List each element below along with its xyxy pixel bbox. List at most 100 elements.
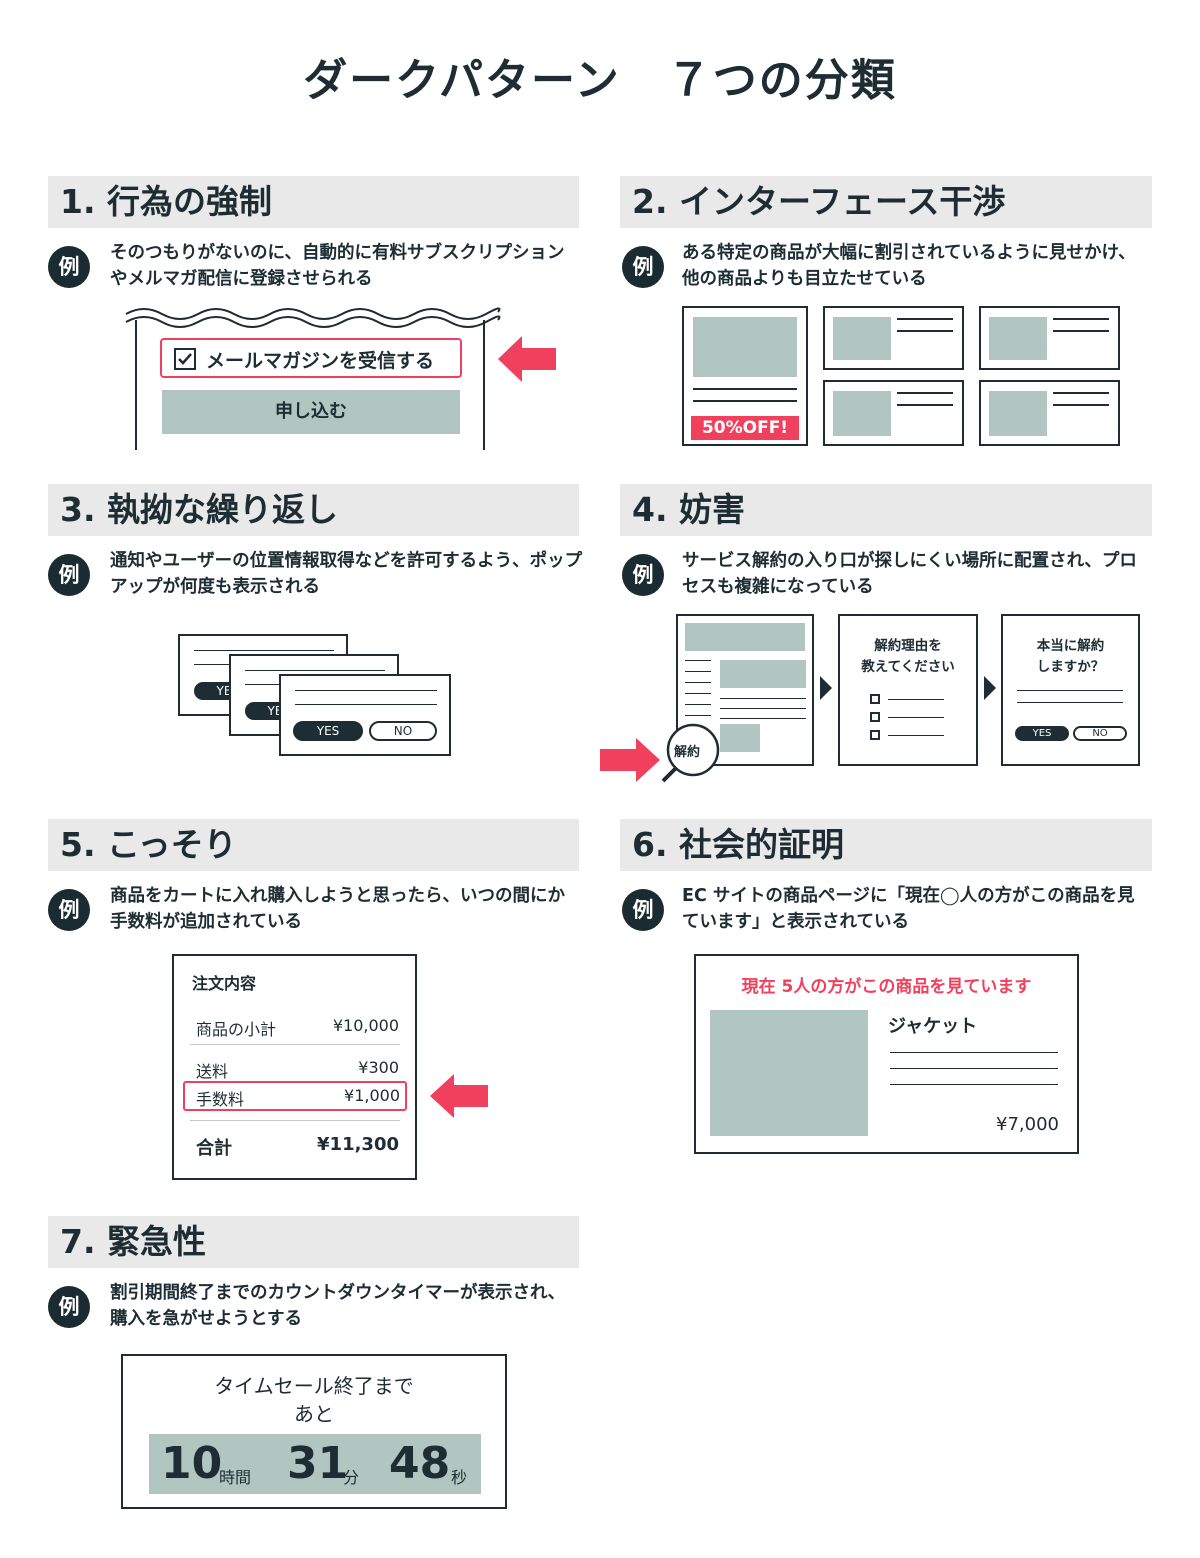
arrow-left-icon xyxy=(498,336,556,382)
text-line xyxy=(1053,318,1109,320)
torn-page-frame xyxy=(125,307,501,450)
countdown-display: 10 時間 31 分 48 秒 xyxy=(149,1434,481,1494)
section-heading-sneaking: 5. こっそり xyxy=(48,819,579,871)
order-summary-panel: 注文内容 商品の小計 ¥10,000 送料 ¥300 手数料 ¥1,000 合計… xyxy=(172,954,417,1180)
section-heading-urgency: 7. 緊急性 xyxy=(48,1216,579,1268)
content-placeholder xyxy=(720,724,760,752)
submit-button[interactable]: 申し込む xyxy=(162,390,460,434)
product-card xyxy=(823,306,964,370)
text-line xyxy=(888,735,944,736)
product-image-placeholder xyxy=(989,391,1047,436)
product-price: ¥7,000 xyxy=(996,1114,1059,1135)
text-line xyxy=(1017,690,1123,691)
checkbox-option[interactable] xyxy=(870,730,880,740)
product-page-mockup: 現在 5人の方がこの商品を見ています ジャケット ¥7,000 xyxy=(694,954,1079,1154)
fee-row-highlight: 手数料 ¥1,000 xyxy=(183,1081,407,1111)
countdown-minutes: 31 xyxy=(287,1438,349,1489)
checkbox-option[interactable] xyxy=(870,694,880,704)
text-line xyxy=(890,1068,1058,1069)
text-line xyxy=(897,318,953,320)
product-card xyxy=(823,380,964,446)
checkbox-checked-icon[interactable] xyxy=(174,348,196,370)
checkbox-label: メールマガジンを受信する xyxy=(206,350,435,372)
product-image-placeholder xyxy=(710,1010,868,1136)
text-line xyxy=(194,650,334,651)
text-line xyxy=(1053,404,1109,406)
example-badge: 例 xyxy=(622,246,664,288)
product-image-placeholder xyxy=(693,317,797,377)
countdown-hours-unit: 時間 xyxy=(219,1468,252,1487)
text-line xyxy=(888,699,944,700)
yes-button[interactable]: YES xyxy=(293,721,363,741)
section-description: 割引期間終了までのカウントダウンタイマーが表示され、購入を急がせようとする xyxy=(110,1283,566,1329)
service-page-mockup xyxy=(676,614,814,766)
text-line xyxy=(685,704,711,705)
divider xyxy=(190,1044,400,1045)
text-line xyxy=(685,693,711,694)
countdown-seconds: 48 xyxy=(389,1438,451,1489)
section-heading-forced-action: 1. 行為の強制 xyxy=(48,176,579,228)
section-heading-interface-interference: 2. インターフェース干渉 xyxy=(620,176,1152,228)
text-line xyxy=(245,670,385,671)
reason-prompt: 解約理由を 教えてください xyxy=(861,638,955,675)
product-card xyxy=(979,306,1120,370)
product-image-placeholder xyxy=(833,317,891,360)
section-description: サービス解約の入り口が探しにくい場所に配置され、プロセスも複雑になっている xyxy=(682,551,1137,597)
countdown-minutes-unit: 分 xyxy=(343,1468,360,1487)
product-image-placeholder xyxy=(833,391,891,436)
arrow-left-icon xyxy=(430,1074,488,1118)
text-line xyxy=(888,717,944,718)
row-value: ¥1,000 xyxy=(344,1086,400,1105)
countdown-seconds-unit: 秒 xyxy=(451,1468,468,1487)
text-line xyxy=(1017,702,1123,703)
arrow-right-icon xyxy=(600,738,660,782)
text-line xyxy=(685,660,711,661)
checkbox-row[interactable]: メールマガジンを受信する xyxy=(160,338,462,378)
product-image-placeholder xyxy=(989,317,1047,360)
text-line xyxy=(685,682,711,683)
total-label: 合計 xyxy=(196,1138,232,1159)
section-description: EC サイトの商品ページに「現在◯人の方がこの商品を見ています」と表示されている xyxy=(682,886,1135,932)
timer-caption: タイムセール終了まで あと xyxy=(214,1374,414,1426)
no-button[interactable]: NO xyxy=(369,721,437,741)
popup-dialog-front: YES NO xyxy=(279,674,451,756)
section-description: そのつもりがないのに、自動的に有料サブスクリプションやメルマガ配信に登録させられ… xyxy=(110,243,565,289)
text-line xyxy=(685,671,711,672)
text-line xyxy=(295,704,437,705)
row-value: ¥300 xyxy=(358,1058,399,1077)
sale-tag: 50%OFF! xyxy=(691,416,799,440)
checkbox-option[interactable] xyxy=(870,712,880,722)
section-description: ある特定の商品が大幅に割引されているように見せかけ、他の商品よりも目立たせている xyxy=(682,243,1136,289)
row-value: ¥10,000 xyxy=(332,1016,399,1035)
row-label: 送料 xyxy=(196,1062,229,1081)
total-value: ¥11,300 xyxy=(317,1134,399,1155)
example-badge: 例 xyxy=(48,246,90,288)
section-description: 商品をカートに入れ購入しようと思ったら、いつの間にか手数料が追加されている xyxy=(110,886,565,932)
text-line xyxy=(897,404,953,406)
product-card xyxy=(979,380,1120,446)
row-label: 商品の小計 xyxy=(196,1020,277,1039)
content-placeholder xyxy=(720,660,806,688)
cancel-reason-dialog: 解約理由を 教えてください xyxy=(838,614,978,766)
text-line xyxy=(685,715,711,716)
text-line xyxy=(720,698,806,699)
text-line xyxy=(720,718,806,719)
yes-button[interactable]: YES xyxy=(1015,726,1069,741)
countdown-hours: 10 xyxy=(161,1438,223,1489)
cancel-link[interactable]: 解約 xyxy=(674,745,701,760)
example-badge: 例 xyxy=(622,889,664,931)
text-line xyxy=(1053,392,1109,394)
order-title: 注文内容 xyxy=(192,974,257,993)
text-line xyxy=(890,1084,1058,1085)
example-badge: 例 xyxy=(48,554,90,596)
example-badge: 例 xyxy=(48,889,90,931)
text-line xyxy=(693,388,797,390)
cancel-confirm-dialog: 本当に解約 しますか？ YES NO xyxy=(1001,614,1140,766)
text-line xyxy=(720,708,806,709)
no-button[interactable]: NO xyxy=(1073,726,1127,741)
viewer-count-notice: 現在 5人の方がこの商品を見ています xyxy=(741,977,1032,997)
text-line xyxy=(897,392,953,394)
divider xyxy=(190,1120,400,1121)
featured-product-card: 50%OFF! xyxy=(682,306,808,446)
section-heading-social-proof: 6. 社会的証明 xyxy=(620,819,1152,871)
